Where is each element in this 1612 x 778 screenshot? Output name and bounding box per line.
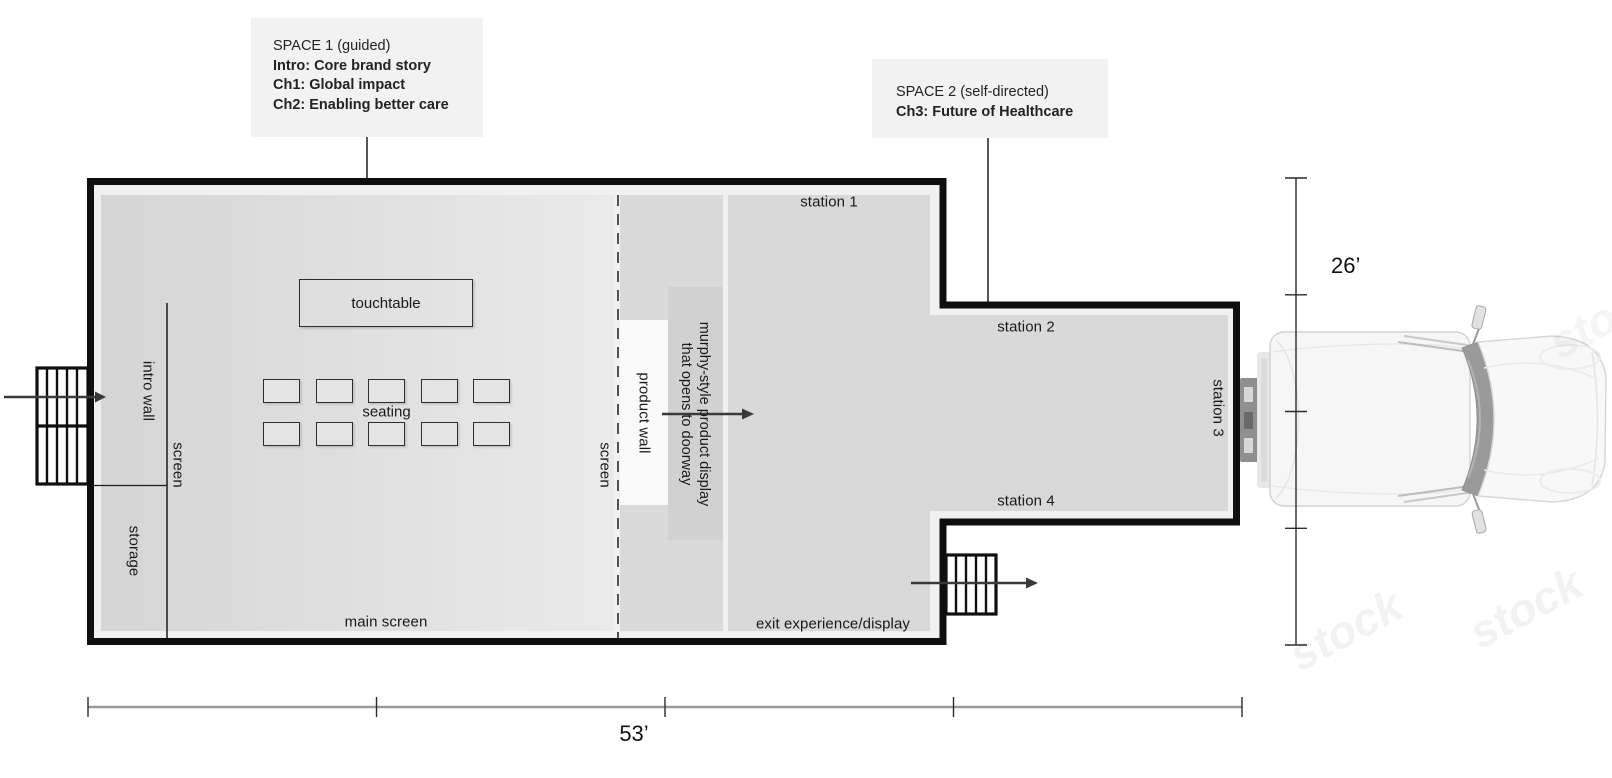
product-wall-label: product wall: [635, 372, 653, 454]
seat: [473, 379, 510, 403]
space2-callout: SPACE 2 (self-directed) Ch3: Future of H…: [872, 59, 1108, 138]
station4-label: station 4: [997, 492, 1055, 510]
entry-stairs: [35, 366, 90, 486]
seating-row: [263, 379, 510, 403]
seat: [263, 379, 300, 403]
murphy-display-line2: that opens to doorway: [678, 342, 694, 486]
main-screen-label: main screen: [344, 613, 428, 631]
space1-ch1: Ch1: Global impact: [273, 77, 406, 93]
space1-ch2: Ch2: Enabling better care: [273, 96, 449, 113]
watermark-text: stock: [1460, 555, 1593, 658]
murphy-display-label: murphy-style product display that opens …: [677, 322, 713, 507]
exit-stairs: [944, 553, 998, 616]
seat: [368, 379, 405, 403]
width-dimension-label: 53’: [619, 721, 649, 746]
touchtable-label: touchtable: [351, 294, 421, 312]
screen-center-label: screen: [596, 442, 614, 488]
murphy-doorway-arrow: [662, 408, 754, 420]
space1-callout: SPACE 1 (guided) Intro: Core brand story…: [251, 18, 483, 137]
screen-left-label: screen: [169, 442, 187, 488]
exit-arrow: [911, 577, 1038, 589]
product-wall-notch: [620, 320, 668, 505]
space1-intro: Intro: Core brand story: [273, 57, 431, 74]
seat: [315, 422, 353, 446]
dimension-line-53ft: [87, 697, 1243, 717]
intro-wall-label: intro wall: [139, 360, 157, 422]
seat: [420, 379, 458, 403]
seat: [420, 422, 458, 446]
dimension-line-26ft: [1285, 177, 1307, 646]
watermark-text: stock: [1280, 577, 1413, 680]
entry-arrow: [4, 391, 106, 403]
space2-ch3: Ch3: Future of Healthcare: [896, 103, 1074, 120]
seat: [368, 422, 405, 446]
height-dimension-label: 26’: [1331, 253, 1361, 278]
space1-title: SPACE 1 (guided): [273, 38, 391, 54]
station3-label: station 3: [1209, 379, 1227, 437]
storage-label: storage: [125, 525, 143, 577]
space1-floor-panel: [101, 195, 614, 631]
station1-floor-panel: [728, 195, 930, 631]
seating-label: seating: [362, 403, 411, 421]
station2-label: station 2: [997, 318, 1055, 336]
murphy-display-line1: murphy-style product display: [696, 321, 712, 507]
station1-label: station 1: [800, 193, 858, 211]
seat: [315, 379, 353, 403]
seating-area: seating: [263, 379, 510, 446]
space2-title: SPACE 2 (self-directed): [896, 84, 1049, 100]
seat: [263, 422, 300, 446]
exit-experience-label: exit experience/display: [755, 615, 911, 633]
space2-floor-panel: [930, 315, 1228, 511]
seating-row: [263, 422, 510, 446]
seat: [473, 422, 510, 446]
touchtable: touchtable: [299, 279, 473, 327]
